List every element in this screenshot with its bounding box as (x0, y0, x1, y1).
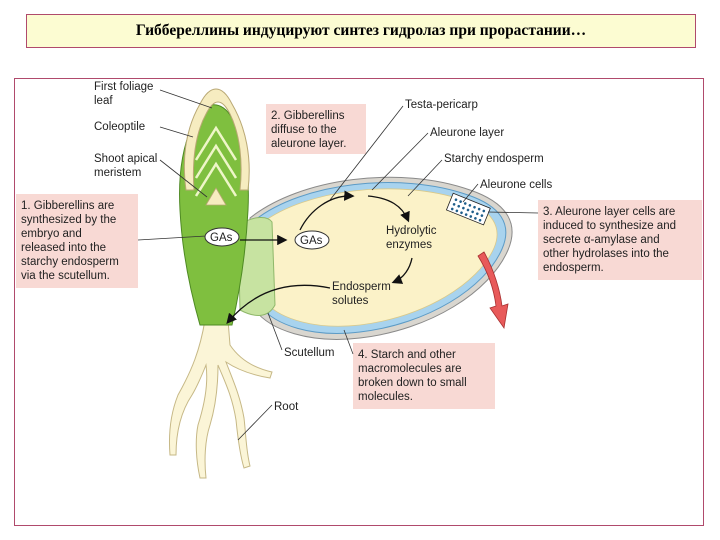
step1-box (16, 194, 138, 288)
label-first-foliage-2: leaf (94, 95, 113, 107)
step4-line-3: broken down to small (358, 377, 467, 389)
step3-line-3: secrete α-amylase and (543, 234, 660, 246)
root (169, 319, 273, 479)
step4-box (353, 343, 495, 409)
step1-line-5: starchy endosperm (21, 256, 119, 268)
label-shoot-apical-2: meristem (94, 167, 141, 179)
leader-lines (137, 89, 539, 441)
step3-line-1: 3. Aleurone layer cells are (543, 206, 675, 218)
label-gas-2: GAs (300, 235, 323, 247)
label-root: Root (274, 401, 299, 413)
step3-line-5: endosperm. (543, 262, 604, 274)
figure-frame (14, 78, 704, 526)
label-coleoptile: Coleoptile (94, 121, 145, 133)
label-hydrolytic-1: Hydrolytic (386, 225, 437, 237)
step3-box (538, 200, 702, 280)
aleurone-cells-inset (445, 192, 491, 226)
step2-line-3: aleurone layer. (271, 138, 346, 150)
slide-title: Гиббереллины индуцируют синтез гидролаз … (135, 22, 587, 39)
flow-arrows (226, 190, 413, 324)
shoot-apical-meristem (205, 187, 227, 206)
label-endosperm-solutes-1: Endosperm (332, 281, 391, 293)
step2-line-1: 2. Gibberellins (271, 110, 345, 122)
step4-line-2: macromolecules are (358, 363, 462, 375)
coleoptile (183, 88, 250, 191)
label-testa: Testa-pericarp (405, 99, 478, 111)
label-gas-1: GAs (210, 232, 233, 244)
starchy-endosperm (261, 188, 498, 327)
scutellum (237, 217, 276, 316)
foliage-leaf-layers (194, 125, 238, 197)
step3-line-2: induced to synthesize and (543, 220, 676, 232)
step1-line-6: via the scutellum. (21, 270, 110, 282)
step1-line-3: embryo and (21, 228, 82, 240)
gas-ellipse-1 (204, 227, 240, 247)
step1-line-2: synthesized by the (21, 214, 116, 226)
step1-line-1: 1. Gibberellins are (21, 200, 114, 212)
step2-box (266, 104, 366, 154)
secretion-arrow (477, 251, 509, 330)
label-aleurone-cells: Aleurone cells (480, 179, 552, 191)
label-first-foliage-1: First foliage (94, 81, 153, 93)
step3-line-4: other hydrolases into the (543, 248, 669, 260)
gas-ellipse-2 (294, 230, 330, 250)
label-aleurone-layer: Aleurone layer (430, 127, 504, 139)
label-endosperm-solutes-2: solutes (332, 295, 369, 307)
step4-line-1: 4. Starch and other (358, 349, 456, 361)
label-shoot-apical-1: Shoot apical (94, 153, 157, 165)
label-hydrolytic-2: enzymes (386, 239, 432, 251)
label-scutellum: Scutellum (284, 347, 335, 359)
step4-line-4: molecules. (358, 391, 413, 403)
step1-line-4: released into the (21, 242, 106, 254)
step2-line-2: diffuse to the (271, 124, 337, 136)
label-starchy-endosperm: Starchy endosperm (444, 153, 544, 165)
title-box: Гиббереллины индуцируют синтез гидролаз … (26, 14, 696, 48)
